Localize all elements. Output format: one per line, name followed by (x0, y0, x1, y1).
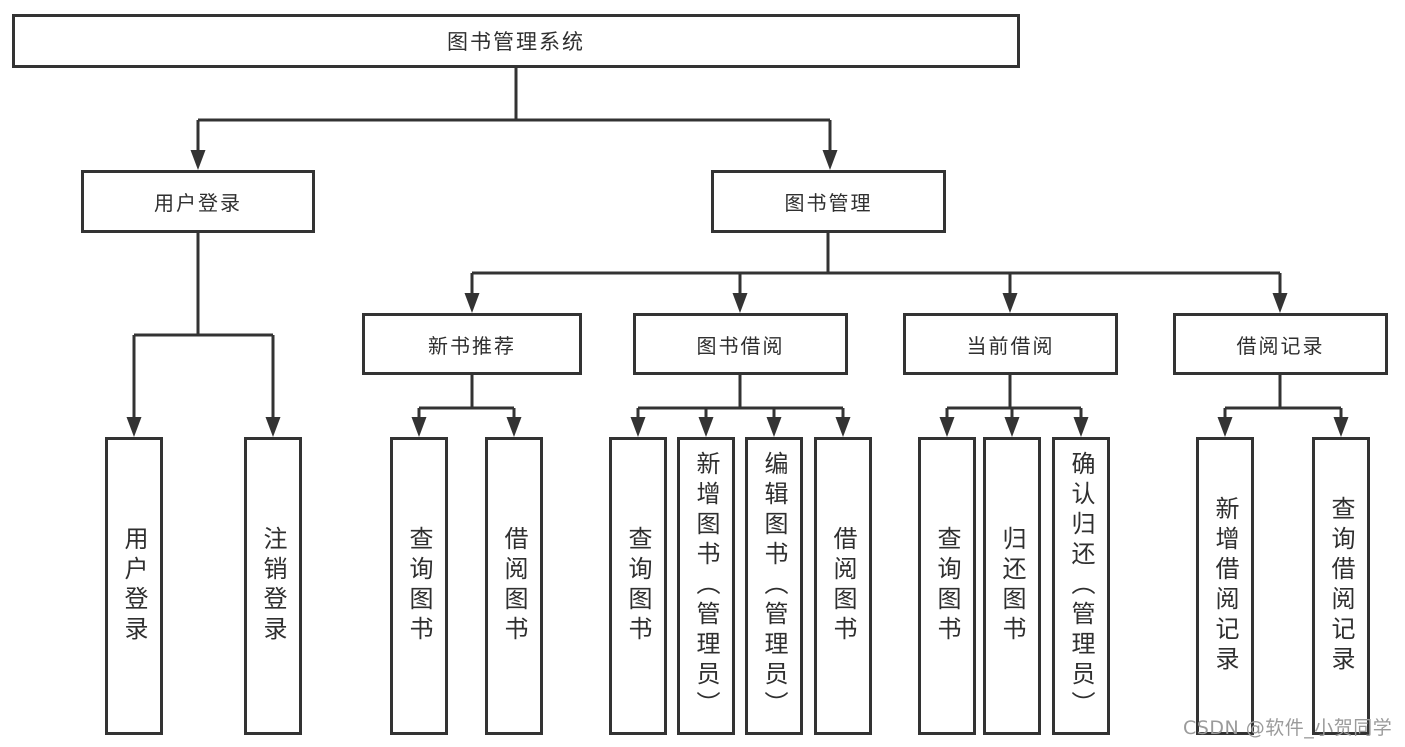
leaf-user-login: 用户登录 (105, 437, 163, 735)
leaf-query-books-current: 查询图书 (918, 437, 976, 735)
arrowheads (126, 150, 1349, 437)
leaf-query-books-current-label: 查询图书 (933, 526, 961, 646)
leaf-borrow-books-recommend-label: 借阅图书 (500, 526, 528, 646)
csdn-watermark: CSDN @软件_小贺同学 (1183, 717, 1393, 739)
node-current-borrow: 当前借阅 (903, 313, 1118, 375)
leaf-user-login-label: 用户登录 (120, 526, 148, 646)
leaf-return-books: 归还图书 (983, 437, 1041, 735)
leaf-borrow-books: 借阅图书 (814, 437, 872, 735)
node-book-borrow: 图书借阅 (633, 313, 848, 375)
leaf-logout-label: 注销登录 (259, 526, 287, 646)
leaf-borrow-books-label: 借阅图书 (829, 526, 857, 646)
leaf-add-borrow-record-label: 新增借阅记录 (1211, 496, 1239, 676)
leaf-edit-book-admin: 编辑图书（管理员） (745, 437, 803, 735)
leaf-query-books-recommend: 查询图书 (390, 437, 448, 735)
node-user-login: 用户登录 (81, 170, 315, 233)
node-borrow-records: 借阅记录 (1173, 313, 1388, 375)
leaf-borrow-books-recommend: 借阅图书 (485, 437, 543, 735)
leaf-logout: 注销登录 (244, 437, 302, 735)
leaf-query-borrow-record-label: 查询借阅记录 (1327, 496, 1355, 676)
leaf-confirm-return-admin-label: 确认归还（管理员） (1067, 451, 1095, 721)
node-library-system: 图书管理系统 (12, 14, 1020, 68)
leaf-edit-book-admin-label: 编辑图书（管理员） (760, 451, 788, 721)
leaf-query-books-borrow-label: 查询图书 (624, 526, 652, 646)
leaf-add-book-admin-label: 新增图书（管理员） (692, 451, 720, 721)
leaf-add-borrow-record: 新增借阅记录 (1196, 437, 1254, 735)
leaf-query-books-recommend-label: 查询图书 (405, 526, 433, 646)
leaf-add-book-admin: 新增图书（管理员） (677, 437, 735, 735)
leaf-return-books-label: 归还图书 (998, 526, 1026, 646)
leaf-query-books-borrow: 查询图书 (609, 437, 667, 735)
node-book-management: 图书管理 (711, 170, 946, 233)
leaf-query-borrow-record: 查询借阅记录 (1312, 437, 1370, 735)
node-new-book-recommend: 新书推荐 (362, 313, 582, 375)
leaf-confirm-return-admin: 确认归还（管理员） (1052, 437, 1110, 735)
